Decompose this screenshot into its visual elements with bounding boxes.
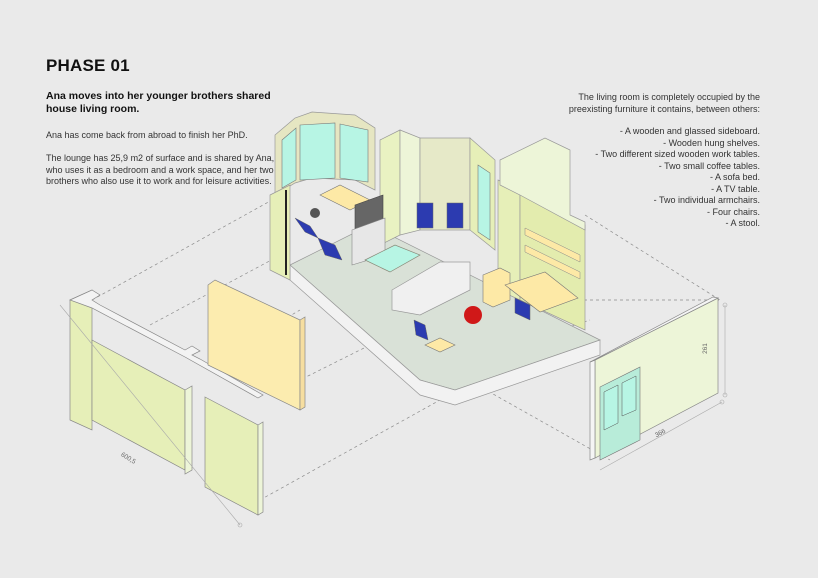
hung-shelf — [524, 227, 581, 263]
furniture-item: - A sofa bed. — [709, 172, 760, 182]
furniture-item: - A TV table. — [711, 183, 760, 194]
furniture-item: - A stool. — [725, 218, 760, 228]
work-table — [504, 271, 579, 313]
window — [281, 127, 297, 189]
furniture-description: The living room is completely occupied b… — [560, 92, 760, 230]
door-glass — [477, 164, 491, 241]
furniture-item: - Two small coffee tables. — [658, 160, 760, 171]
coffee-table — [364, 244, 421, 273]
chair — [514, 297, 531, 321]
window — [339, 123, 369, 183]
small-coffee-table — [424, 337, 456, 353]
furniture-intro: The living room is completely occupied b… — [568, 92, 760, 114]
intro-paragraph: Ana has come back from abroad to finish … — [46, 130, 248, 140]
window — [299, 122, 336, 181]
page-subtitle: Ana moves into her younger brothers shar… — [46, 90, 271, 115]
chair — [416, 202, 434, 229]
chair — [413, 319, 429, 341]
chair — [446, 202, 464, 229]
stool — [310, 208, 320, 218]
red-bag — [464, 306, 482, 324]
furniture-item: - Wooden hung shelves. — [663, 137, 760, 148]
furniture-item: - Two different sized wooden work tables… — [595, 149, 760, 159]
shelf-unit — [482, 267, 511, 308]
description-paragraph: The lounge has 25,9 m2 of surface and is… — [46, 153, 275, 186]
dimension-label-height: 261 — [701, 343, 709, 354]
hung-shelf — [524, 244, 581, 280]
armchair — [294, 217, 319, 239]
dimension-lines — [59, 302, 728, 528]
furniture-list: - A wooden and glassed sideboard. - Wood… — [560, 126, 760, 230]
armchair — [317, 237, 343, 261]
sofa-bed — [391, 261, 471, 316]
furniture — [294, 184, 581, 353]
exploded-right-wall — [589, 296, 720, 461]
floor-edge — [289, 264, 601, 406]
exploded-left-walls — [69, 279, 306, 516]
furniture-item: - Four chairs. — [706, 206, 760, 217]
page-title: PHASE 01 — [46, 56, 130, 75]
furniture-item: - Two individual armchairs. — [653, 195, 760, 205]
furniture-item: - A wooden and glassed sideboard. — [619, 126, 760, 136]
